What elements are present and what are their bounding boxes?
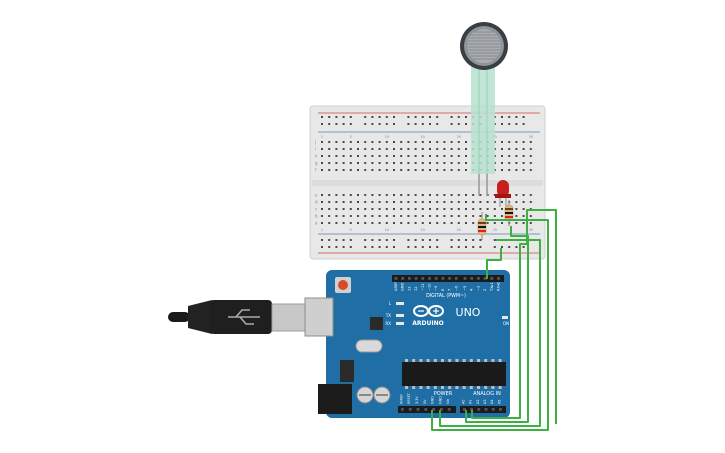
breadboard-center-channel (312, 180, 543, 186)
model-label: UNO (456, 306, 481, 319)
digital-pin-label: 2 (483, 289, 487, 291)
power-pin-label: Vin (446, 399, 450, 404)
column-number: 1 (321, 135, 323, 139)
crystal (355, 339, 383, 353)
brand-label: ARDUINO (412, 320, 443, 327)
column-number: 5 (350, 228, 352, 232)
column-number: 30 (529, 228, 533, 232)
row-letter: i (315, 147, 316, 152)
column-number: 1 (321, 228, 323, 232)
usb-cable-tail (168, 312, 190, 322)
l-led (396, 302, 404, 305)
row-letter: a (315, 221, 318, 226)
l-label: L (389, 301, 392, 306)
analog-pin-label: A0 (461, 400, 465, 404)
analog-header (460, 406, 506, 413)
row-letter: h (315, 154, 318, 159)
wire-a1-to-led[interactable] (471, 209, 557, 424)
column-number: 20 (457, 228, 461, 232)
usb-plug-metal (271, 303, 307, 332)
row-letter: j (314, 140, 316, 145)
breadboard-holes (321, 116, 532, 248)
digital-pin-label: ~3 (476, 286, 480, 291)
voltage-regulator (340, 360, 354, 382)
power-pin-label: RESET (407, 392, 411, 404)
column-number: 30 (529, 135, 533, 139)
usb-chip (370, 317, 383, 330)
rx-label: RX (385, 321, 391, 326)
digital-pin-label: 12 (414, 286, 418, 291)
power-pin-label: IOREF (399, 394, 403, 404)
power-jack (318, 384, 352, 414)
row-letter: g (315, 161, 318, 166)
wires[interactable] (431, 209, 557, 431)
power-pin-label: GND (431, 396, 435, 404)
analog-pin-label: A5 (497, 400, 501, 404)
row-letter: f (315, 168, 317, 173)
digital-pin-label: 7 (448, 289, 452, 291)
digital-header (392, 275, 504, 282)
analog-pin-label: A4 (490, 400, 494, 404)
analog-pin-label: A1 (469, 400, 473, 404)
resistor-2[interactable] (504, 200, 514, 226)
digital-pin-label: 8 (441, 288, 445, 291)
column-number: 15 (421, 228, 425, 232)
breadboard-row-letters: jihgfedcba115510101515202025253030 (314, 135, 533, 232)
force-sensor[interactable] (460, 22, 508, 196)
analog-pin-label: A3 (483, 400, 487, 404)
arduino-infinity-icon (413, 305, 444, 317)
digital-pin-label: ~6 (454, 285, 458, 291)
column-number: 20 (457, 135, 461, 139)
power-pin-label: 5V (423, 399, 427, 404)
rx-led (396, 322, 404, 325)
usb-b-socket (304, 297, 334, 337)
digital-pin-label: ~5 (463, 286, 467, 291)
power-pin-label: GND (438, 396, 442, 404)
on-led (502, 316, 508, 319)
digital-pin-label: ~10 (428, 283, 432, 291)
resistor-1[interactable] (477, 212, 487, 240)
row-letter: b (315, 214, 318, 219)
column-number: 10 (385, 135, 389, 139)
column-number: 15 (421, 135, 425, 139)
on-label: ON (503, 321, 509, 326)
analog-label: ANALOG IN (473, 391, 501, 397)
usb-cable[interactable] (168, 299, 327, 336)
digital-pin-label: GND (401, 283, 405, 291)
analog-pin-label: A2 (476, 400, 480, 404)
digital-pin-label: ~11 (421, 283, 425, 291)
power-pin-label: 3.3V (415, 396, 419, 404)
usb-icon (228, 309, 260, 325)
wire-digital-to-breadboard[interactable] (486, 248, 502, 279)
wire-5v-to-sensor[interactable] (431, 214, 549, 431)
digital-pin-label: 13 (407, 286, 411, 291)
column-number: 5 (350, 135, 352, 139)
led-body (497, 180, 509, 197)
digital-pin-label: 4 (470, 288, 474, 291)
digital-pin-label: AREF (394, 282, 398, 291)
wire-gnd-to-rail[interactable] (439, 239, 541, 427)
row-letter: c (315, 207, 317, 212)
digital-pin-label: TX▸1 (490, 282, 494, 292)
power-label: POWER (434, 391, 453, 397)
row-letter: e (315, 193, 318, 198)
wire-a0-to-breadboard[interactable] (465, 226, 529, 423)
digital-pin-label: ~9 (434, 285, 438, 291)
force-sensor-tail (471, 62, 495, 174)
tx-led (396, 314, 404, 317)
column-number: 25 (493, 228, 497, 232)
row-letter: d (315, 200, 318, 205)
digital-label: DIGITAL (PWM~) (426, 293, 466, 299)
breadboard[interactable]: jihgfedcba115510101515202025253030 (309, 105, 546, 260)
atmega-chip (402, 362, 506, 386)
column-number: 10 (385, 228, 389, 232)
tx-label: TX (385, 313, 391, 318)
force-sensor-grid (467, 31, 501, 60)
red-led[interactable] (495, 180, 511, 207)
digital-pin-label: RX◂0 (497, 281, 501, 291)
